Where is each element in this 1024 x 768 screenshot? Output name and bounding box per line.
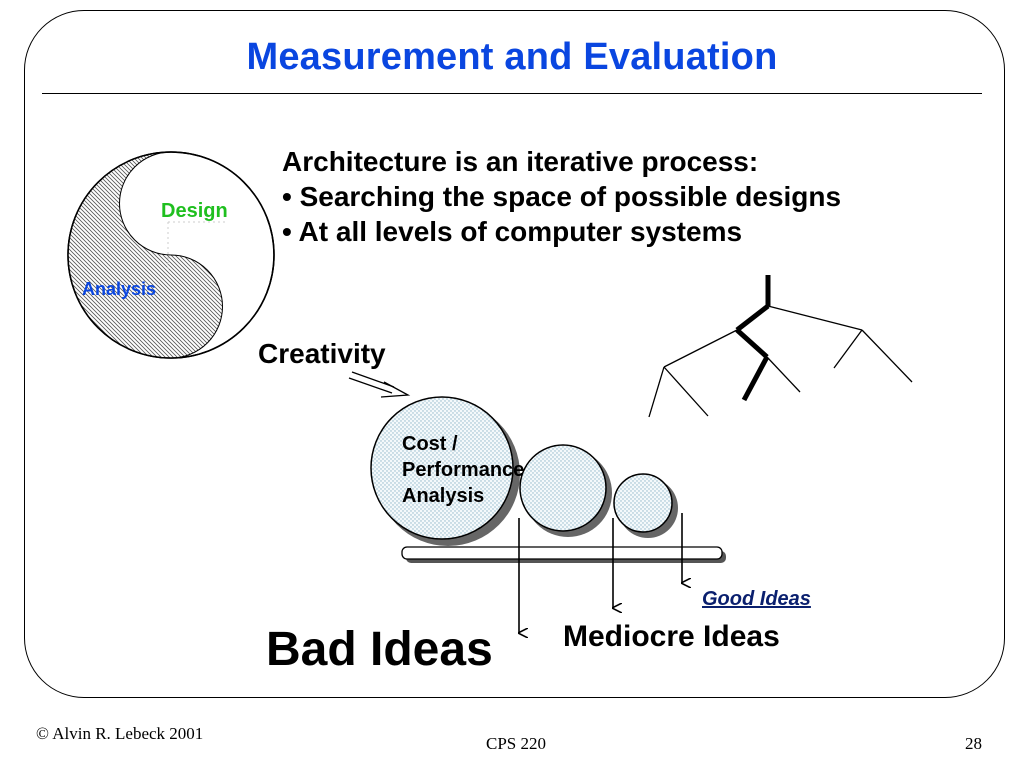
bullet-all-levels: • At all levels of computer systems: [282, 216, 743, 247]
creativity-arrow: [348, 371, 411, 398]
footer-page-number: 28: [965, 734, 982, 753]
title-divider: [42, 93, 982, 94]
creativity-label: Creativity: [258, 338, 386, 369]
footer-copyright: © Alvin R. Lebeck 2001: [36, 724, 204, 743]
footer-course: CPS 220: [486, 734, 546, 753]
analysis-label: Analysis: [82, 279, 157, 299]
design-label: Design: [161, 200, 228, 222]
intro-text-block: Architecture is an iterative process: • …: [282, 144, 841, 249]
intro-heading: Architecture is an iterative process:: [282, 146, 759, 177]
slide-title: Measurement and Evaluation: [246, 36, 778, 78]
filter-bar: [401, 546, 726, 563]
slide-frame: [24, 10, 1005, 698]
yin-yang-symbol: [67, 151, 275, 359]
outcome-arrows: [519, 513, 682, 633]
mediocre-ideas-label: Mediocre Ideas: [563, 620, 780, 653]
cost-performance-label: Cost / Performance Analysis: [402, 433, 525, 507]
bullet-searching-space: • Searching the space of possible design…: [282, 181, 842, 212]
analysis-circles: [370, 396, 678, 546]
good-ideas-label: Good Ideas: [702, 588, 811, 610]
bad-ideas-label: Bad Ideas: [266, 623, 493, 676]
design-search-tree: [648, 275, 913, 418]
